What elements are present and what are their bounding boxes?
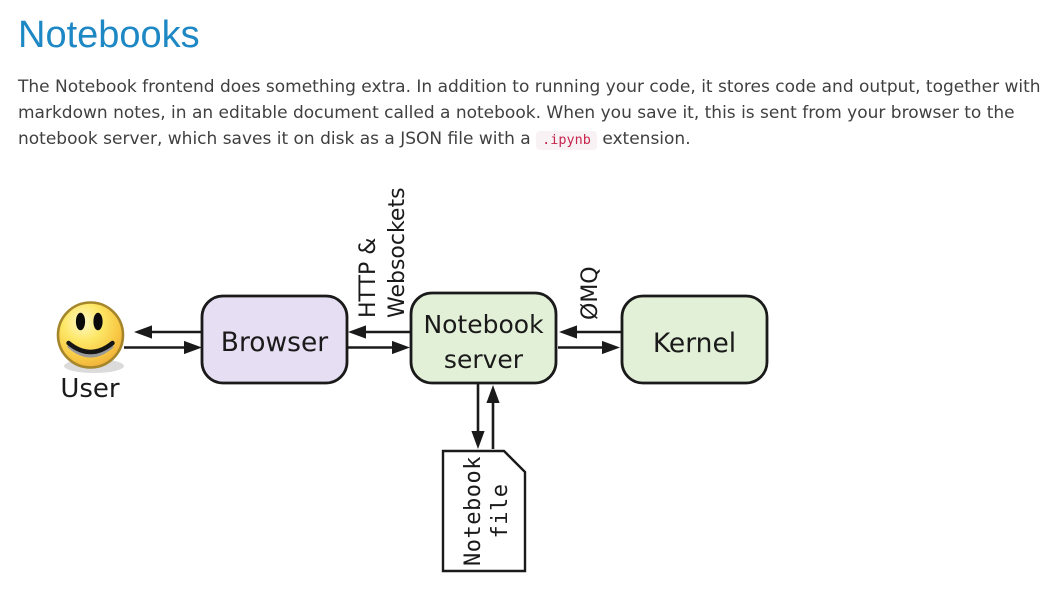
notebook-file-shape <box>441 449 527 573</box>
paragraph-line-2: markdown notes, in an editable document … <box>18 103 1015 123</box>
arrow-kernel-to-server <box>559 325 621 339</box>
user-label: User <box>60 374 120 404</box>
paragraph-line-3-after: extension. <box>596 129 691 149</box>
smiley-smile <box>66 340 115 355</box>
arrow-server-to-file <box>471 384 485 449</box>
intro-paragraph: The Notebook frontend does something ext… <box>18 74 1056 153</box>
smiley-smile-shadow <box>67 344 114 358</box>
smiley-right-eye <box>93 312 103 331</box>
inline-code-ipynb: .ipynb <box>536 131 597 150</box>
browser-label: Browser <box>221 327 328 358</box>
page-title: Notebooks <box>18 14 200 56</box>
browser-box <box>200 294 349 385</box>
arrow-server-to-kernel <box>558 340 620 355</box>
paragraph-line-3-before: notebook server, which saves it on disk … <box>18 129 537 149</box>
http-websockets-label-line2: Websockets <box>385 187 410 318</box>
notebook-file-label-line2: file <box>488 484 513 539</box>
notebook-file-label-line1: Notebook <box>461 456 486 566</box>
zmq-label: ØMQ <box>578 266 603 320</box>
arrow-browser-to-server <box>348 340 410 355</box>
architecture-diagram: User Browser Notebook server Kernel HTTP… <box>56 187 769 573</box>
kernel-box <box>620 294 769 385</box>
paragraph-line-3: notebook server, which saves it on disk … <box>18 126 1056 153</box>
kernel-label: Kernel <box>653 328 736 359</box>
arrow-user-to-browser <box>124 340 202 355</box>
smiley-left-eye <box>75 312 86 331</box>
arrow-file-to-server <box>486 385 500 449</box>
arrow-browser-to-user <box>134 325 201 339</box>
user-icon <box>56 301 125 373</box>
http-websockets-label-line1: HTTP & <box>356 238 381 318</box>
notebook-server-label-line1: Notebook <box>423 310 544 339</box>
smiley-face <box>56 301 125 369</box>
notebook-server-label-line2: server <box>444 345 524 374</box>
notebook-server-box <box>409 291 558 385</box>
arrow-server-to-browser <box>348 325 410 339</box>
paragraph-line-1: The Notebook frontend does something ext… <box>18 77 1041 97</box>
